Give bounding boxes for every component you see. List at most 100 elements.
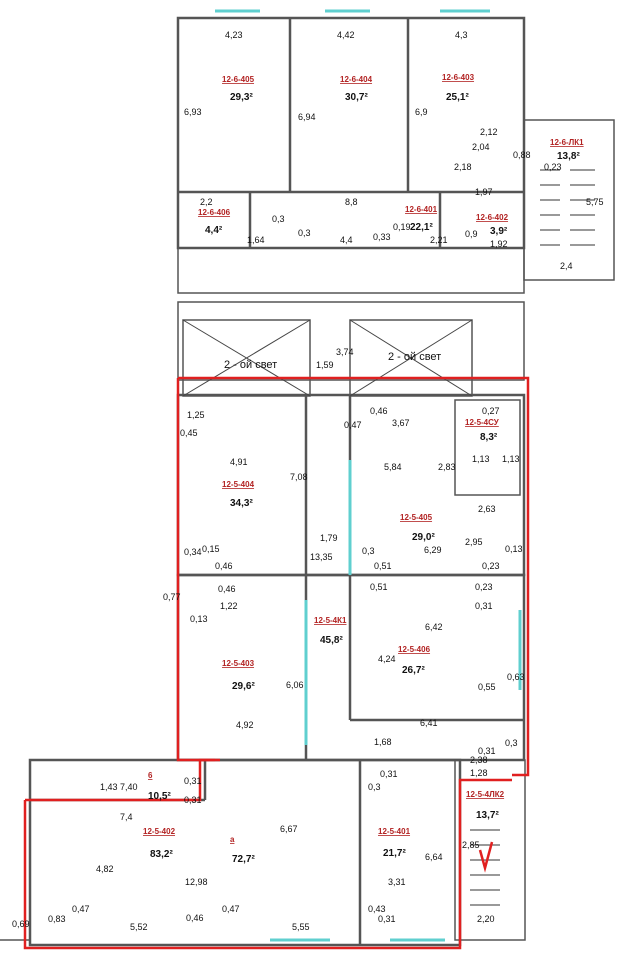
dimension: 4,23 [225,30,243,40]
dimension: 0,46 [218,584,236,594]
dimension: 0,69 [12,919,30,929]
dimension: 6,29 [424,545,442,555]
dimension: 1,13 [472,454,490,464]
dimension: 12,98 [185,877,208,887]
dimension: 2,12 [480,127,498,137]
dimension: 4,3 [455,30,468,40]
dimension: 6,41 [420,718,438,728]
dimension: 0,13 [190,614,208,624]
room-area: 21,7² [383,848,406,859]
dimension: 0,47 [222,904,240,914]
room-area: 45,8² [320,635,343,646]
dimension: 4,91 [230,457,248,467]
floor5-dims: 1,59 3,74 1,25 0,45 0,46 3,67 0,47 0,27 … [12,347,525,932]
room-area: 13,7² [476,810,499,821]
dimension: 0,3 [272,214,285,224]
dimension: 0,23 [475,582,493,592]
dimension: 1,59 [316,360,334,370]
dimension: 0,3 [368,782,381,792]
room-area: 25,1² [446,92,469,103]
dimension: 0,23 [482,561,500,571]
dimension: 2,4 [560,261,573,271]
dimension: 7,08 [290,472,308,482]
room-id: 12-6-403 [442,73,475,82]
dimension: 5,55 [292,922,310,932]
dimension: 2,63 [478,504,496,514]
room-area: 34,3² [230,498,253,509]
dimension: 0,31 [378,914,396,924]
room-area: 4,4² [205,225,223,236]
dimension: 4,4 [340,235,353,245]
dimension: 1,79 [320,533,338,543]
room-area: 29,3² [230,92,253,103]
dimension: 5,52 [130,922,148,932]
dimension: 0,13 [505,544,523,554]
floor5-rooms: 12-5-404 34,3² 12-5-405 29,0² 12-5-4СУ 8… [143,418,505,865]
room-id: 12-5-401 [378,827,411,836]
dimension: 0,45 [180,428,198,438]
dimension: 0,46 [370,406,388,416]
room-area: 10,5² [148,791,171,802]
dimension: 1,28 [470,768,488,778]
room-area: 13,8² [557,151,580,162]
dimension: 0,47 [344,420,362,430]
room-area: 83,2² [150,849,173,860]
dimension: 2,18 [454,162,472,172]
dimension: 6,94 [298,112,316,122]
red-outlines [23,376,530,950]
dimension: 0,46 [215,561,233,571]
dimension: 0,51 [374,561,392,571]
dimension: 2,04 [472,142,490,152]
room-area: 3,9² [490,226,508,237]
dimension: 0,3 [505,738,518,748]
dimension: 0,31 [184,776,202,786]
windows [215,9,522,942]
dimension: 0,51 [370,582,388,592]
dimension: 5,84 [384,462,402,472]
dimension: 0,34 [184,547,202,557]
dimension: 1,22 [220,601,238,611]
dimension: 0,31 [478,746,496,756]
dimension: 0,33 [373,232,391,242]
room-area: 22,1² [410,222,433,233]
dimension: 6,67 [280,824,298,834]
dimension: 0,77 [163,592,181,602]
room-id: 12-6-404 [340,75,373,84]
dimension: 6,9 [415,107,428,117]
dimension: 0,31 [380,769,398,779]
dimension: 4,42 [337,30,355,40]
dimension: 0,15 [202,544,220,554]
lightwell-label: 2 - ой свет [224,359,277,371]
dimension: 1,68 [374,737,392,747]
dimension: 8,8 [345,197,358,207]
room-id: 12-5-403 [222,659,255,668]
dimension: 0,63 [507,672,525,682]
dimension: 0,9 [465,229,478,239]
dimension: 0,3 [362,546,375,556]
floor6-rooms: 12-6-405 29,3² 12-6-404 30,7² 12-6-403 2… [198,73,584,237]
floor6-dims: 4,23 4,42 4,3 6,93 6,94 6,9 2,12 2,04 0,… [184,30,604,271]
room-id: 6 [148,771,153,780]
dimension: 13,35 [310,552,333,562]
dimension: 2,2 [200,197,213,207]
dimension: 6,93 [184,107,202,117]
dimension: 1,92 [490,239,508,249]
dimension: 6,64 [425,852,443,862]
dimension: 3,67 [392,418,410,428]
room-id: 12-6-402 [476,213,509,222]
room-id: а [230,835,235,844]
dimension: 7,40 [120,782,138,792]
room-id: 12-6-ЛК1 [550,138,584,147]
room-area: 29,0² [412,532,435,543]
dimension: 2,21 [430,235,448,245]
dimension: 1,97 [475,187,493,197]
dimension: 2,83 [438,462,456,472]
dimension: 2,95 [465,537,483,547]
dimension: 0,43 [368,904,386,914]
room-area: 30,7² [345,92,368,103]
dimension: 0,23 [544,162,562,172]
dimension: 2,38 [470,755,488,765]
dimension: 1,43 [100,782,118,792]
room-area: 26,7² [402,665,425,676]
